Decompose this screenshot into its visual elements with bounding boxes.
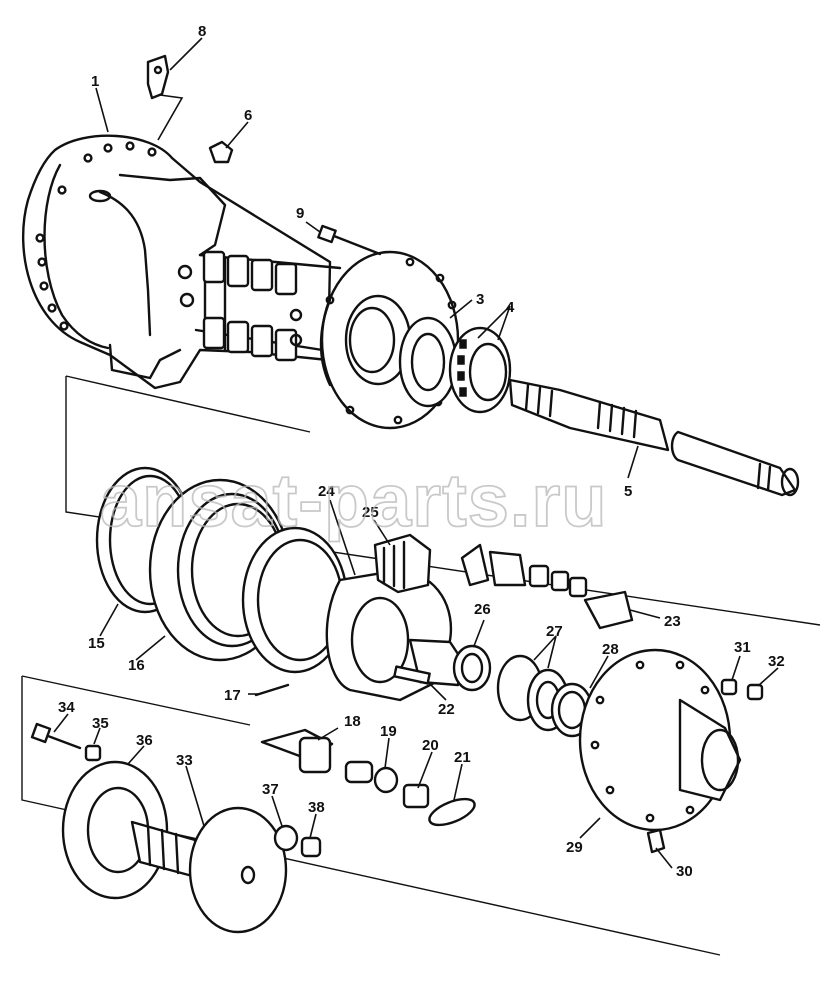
part-20-bearing bbox=[402, 783, 430, 809]
part-31-nut bbox=[720, 678, 738, 696]
callout-3: 3 bbox=[476, 291, 484, 308]
part-17-pin bbox=[254, 683, 290, 697]
callout-36: 36 bbox=[136, 732, 153, 749]
callout-28: 28 bbox=[602, 641, 619, 658]
part-21-shim bbox=[428, 797, 476, 827]
part-23-planet-gear-set bbox=[460, 543, 634, 630]
callout-19: 19 bbox=[380, 723, 397, 740]
callout-9: 9 bbox=[296, 205, 304, 222]
callout-31: 31 bbox=[734, 639, 751, 656]
callout-20: 20 bbox=[422, 737, 439, 754]
part-29-hub-cover bbox=[578, 648, 742, 832]
part-32-nut bbox=[746, 683, 764, 701]
callout-35: 35 bbox=[92, 715, 109, 732]
part-37-ring bbox=[273, 824, 299, 852]
axle-housing bbox=[21, 134, 342, 390]
callout-37: 37 bbox=[262, 781, 279, 798]
part-18-gear bbox=[260, 728, 334, 774]
callout-18: 18 bbox=[344, 713, 361, 730]
callout-21: 21 bbox=[454, 749, 471, 766]
callout-22: 22 bbox=[438, 701, 455, 718]
callout-32: 32 bbox=[768, 653, 785, 670]
part-35-nut bbox=[84, 744, 102, 762]
part-19-bushing bbox=[344, 760, 399, 794]
callout-8: 8 bbox=[198, 23, 206, 40]
part-9-bolt bbox=[317, 224, 382, 256]
callout-16: 16 bbox=[128, 657, 145, 674]
part-33-drive-flange bbox=[130, 806, 288, 934]
axle-shaft bbox=[508, 378, 800, 497]
callout-23: 23 bbox=[664, 613, 681, 630]
callout-25: 25 bbox=[362, 504, 379, 521]
part-25-sun-gear bbox=[373, 533, 432, 594]
part-34-bolt bbox=[30, 722, 82, 750]
callout-5: 5 bbox=[624, 483, 632, 500]
part-26-washer bbox=[452, 644, 492, 692]
callout-30: 30 bbox=[676, 863, 693, 880]
part-36-flange-plate bbox=[61, 760, 169, 900]
part-22-planet-carrier bbox=[325, 568, 464, 702]
callout-33: 33 bbox=[176, 752, 193, 769]
callout-29: 29 bbox=[566, 839, 583, 856]
callout-17: 17 bbox=[224, 687, 241, 704]
part-30-plug bbox=[646, 828, 666, 854]
callouts: 1 8 6 9 3 4 5 15 16 17 24 25 26 27 28 23… bbox=[58, 23, 785, 880]
callout-26: 26 bbox=[474, 601, 491, 618]
part-24-ring-gear bbox=[241, 526, 349, 674]
callout-24: 24 bbox=[318, 483, 335, 500]
callout-15: 15 bbox=[88, 635, 105, 652]
callout-38: 38 bbox=[308, 799, 325, 816]
wheel-bearings bbox=[398, 316, 512, 414]
callout-1: 1 bbox=[91, 73, 99, 90]
callout-27: 27 bbox=[546, 623, 563, 640]
watermark-text: ansat-parts.ru bbox=[100, 459, 607, 542]
part-8-bracket bbox=[146, 54, 170, 100]
callout-6: 6 bbox=[244, 107, 252, 124]
callout-34: 34 bbox=[58, 699, 75, 716]
callout-4: 4 bbox=[506, 299, 515, 316]
part-38-nut bbox=[300, 836, 322, 858]
leader-lines bbox=[53, 37, 779, 869]
